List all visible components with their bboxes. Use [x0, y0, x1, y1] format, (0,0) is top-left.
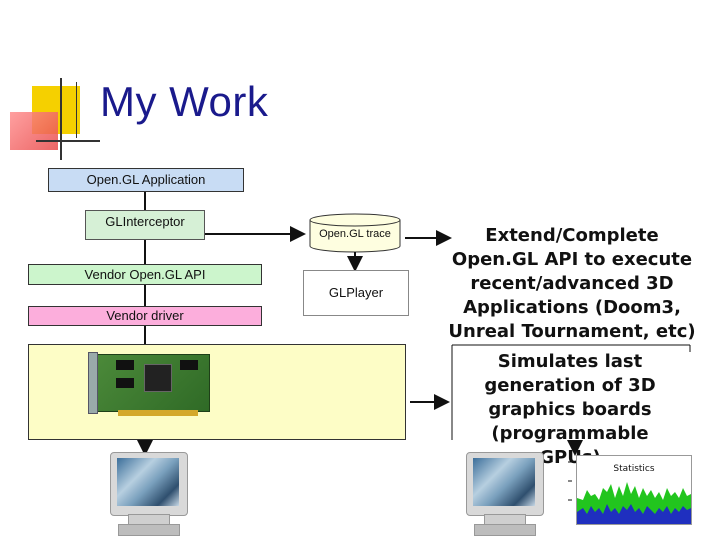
logo-decoration	[0, 0, 100, 170]
monitor-left-screen	[117, 458, 179, 506]
statistics-panel: Statistics	[576, 455, 692, 525]
vendor-opengl-api-box: Vendor Open.GL API	[28, 264, 262, 285]
graphics-card-memory-2	[116, 378, 134, 388]
graphics-card-bracket	[88, 352, 98, 414]
graphics-card-chip	[144, 364, 172, 392]
logo-vertical-line-2	[76, 82, 77, 138]
hardware-box	[28, 344, 406, 440]
vendor-driver-box: Vendor driver	[28, 306, 262, 326]
statistics-graph	[577, 482, 691, 524]
simulates-description: Simulates last generation of 3D graphics…	[484, 351, 656, 468]
logo-horizontal-line	[36, 140, 100, 142]
opengl-application-box: Open.GL Application	[48, 168, 244, 192]
monitor-right-base	[474, 524, 536, 536]
page-title: My Work	[100, 78, 269, 125]
graphics-card-image	[88, 350, 214, 422]
logo-vertical-line	[60, 78, 62, 160]
monitor-left-base	[118, 524, 180, 536]
glinterceptor-box: GLInterceptor	[85, 210, 205, 240]
monitor-left	[110, 452, 190, 540]
glplayer-box: GLPlayer	[303, 270, 409, 316]
extend-description: Extend/Complete Open.GL API to execute r…	[448, 225, 696, 342]
monitor-right	[466, 452, 546, 540]
graphics-card-memory-3	[180, 360, 198, 370]
opengl-trace-label: Open.GL trace	[319, 228, 391, 240]
monitor-right-screen	[473, 458, 535, 506]
logo-red-square	[10, 112, 58, 150]
graphics-card-connector	[118, 410, 198, 416]
graphics-card-memory	[116, 360, 134, 370]
statistics-title: Statistics	[613, 464, 655, 474]
